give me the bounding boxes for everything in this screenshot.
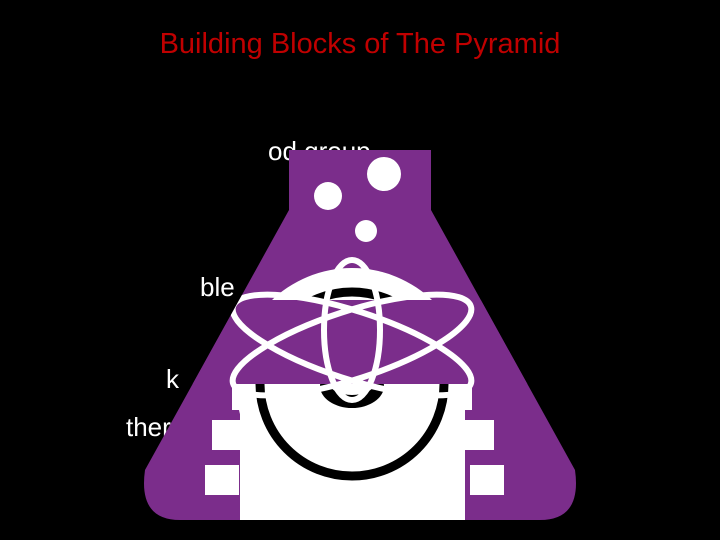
flask-illustration <box>150 157 570 520</box>
atom-icon <box>229 257 475 403</box>
body-text-line-2: ble <box>200 272 235 302</box>
slide-title: Building Blocks of The Pyramid <box>159 28 561 60</box>
body-text-line-3: k <box>166 364 179 394</box>
bubble-icon <box>314 182 342 210</box>
bubble-icon <box>355 220 377 242</box>
bubble-icon <box>367 157 401 191</box>
